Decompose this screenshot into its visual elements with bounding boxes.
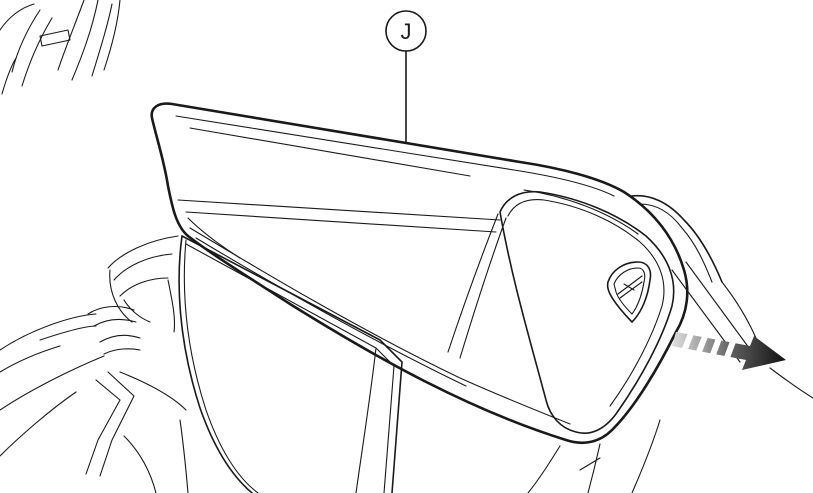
tail-section xyxy=(447,189,675,434)
callout-label: J xyxy=(401,19,412,44)
left-frame-parts xyxy=(0,235,189,493)
background-frame-top-left xyxy=(0,0,121,95)
seat-cowl-j xyxy=(150,102,689,444)
removal-direction-arrow-icon xyxy=(672,332,786,370)
ducati-shield-logo-icon xyxy=(606,261,652,323)
callout-j: J xyxy=(385,10,427,143)
side-panel xyxy=(178,235,403,493)
